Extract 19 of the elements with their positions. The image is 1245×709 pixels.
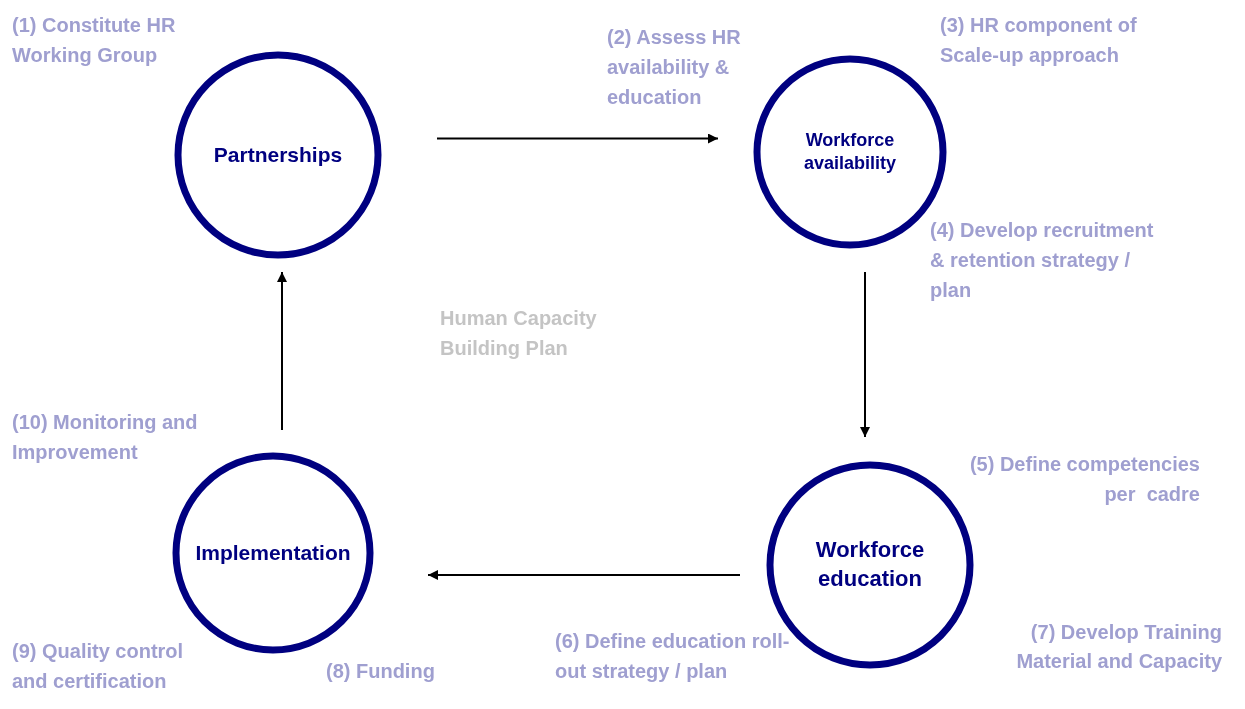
step-label: (10) Monitoring and Improvement — [12, 410, 199, 465]
node-label: Workforce education — [814, 536, 926, 593]
node-label: Implementation — [195, 540, 351, 567]
step-label: (7) Develop Training Material and Capacity — [1015, 620, 1222, 674]
step-label: (6) Define education roll-out strategy / plan — [555, 629, 791, 684]
step-label: (9) Quality control and certification — [12, 639, 185, 694]
step-label: (2) Assess HR availability & education — [607, 25, 742, 110]
arrow — [436, 133, 719, 144]
step-label: (5) Define competencies per cadre — [968, 452, 1200, 507]
step-label: (3) HR component of Scale-up approach — [940, 13, 1138, 68]
arrow — [427, 570, 741, 580]
arrow — [860, 271, 870, 438]
arrow — [277, 271, 287, 431]
node-label: Workforce availability — [802, 128, 898, 175]
step-label: (4) Develop recruitment & retention strategy / plan — [930, 218, 1155, 303]
step-label: Human Capacity Building Plan — [440, 306, 598, 361]
step-label: (8) Funding — [326, 659, 436, 684]
step-label: (1) Constitute HR Working Group — [12, 13, 177, 68]
node-label: Partnerships — [213, 142, 343, 169]
